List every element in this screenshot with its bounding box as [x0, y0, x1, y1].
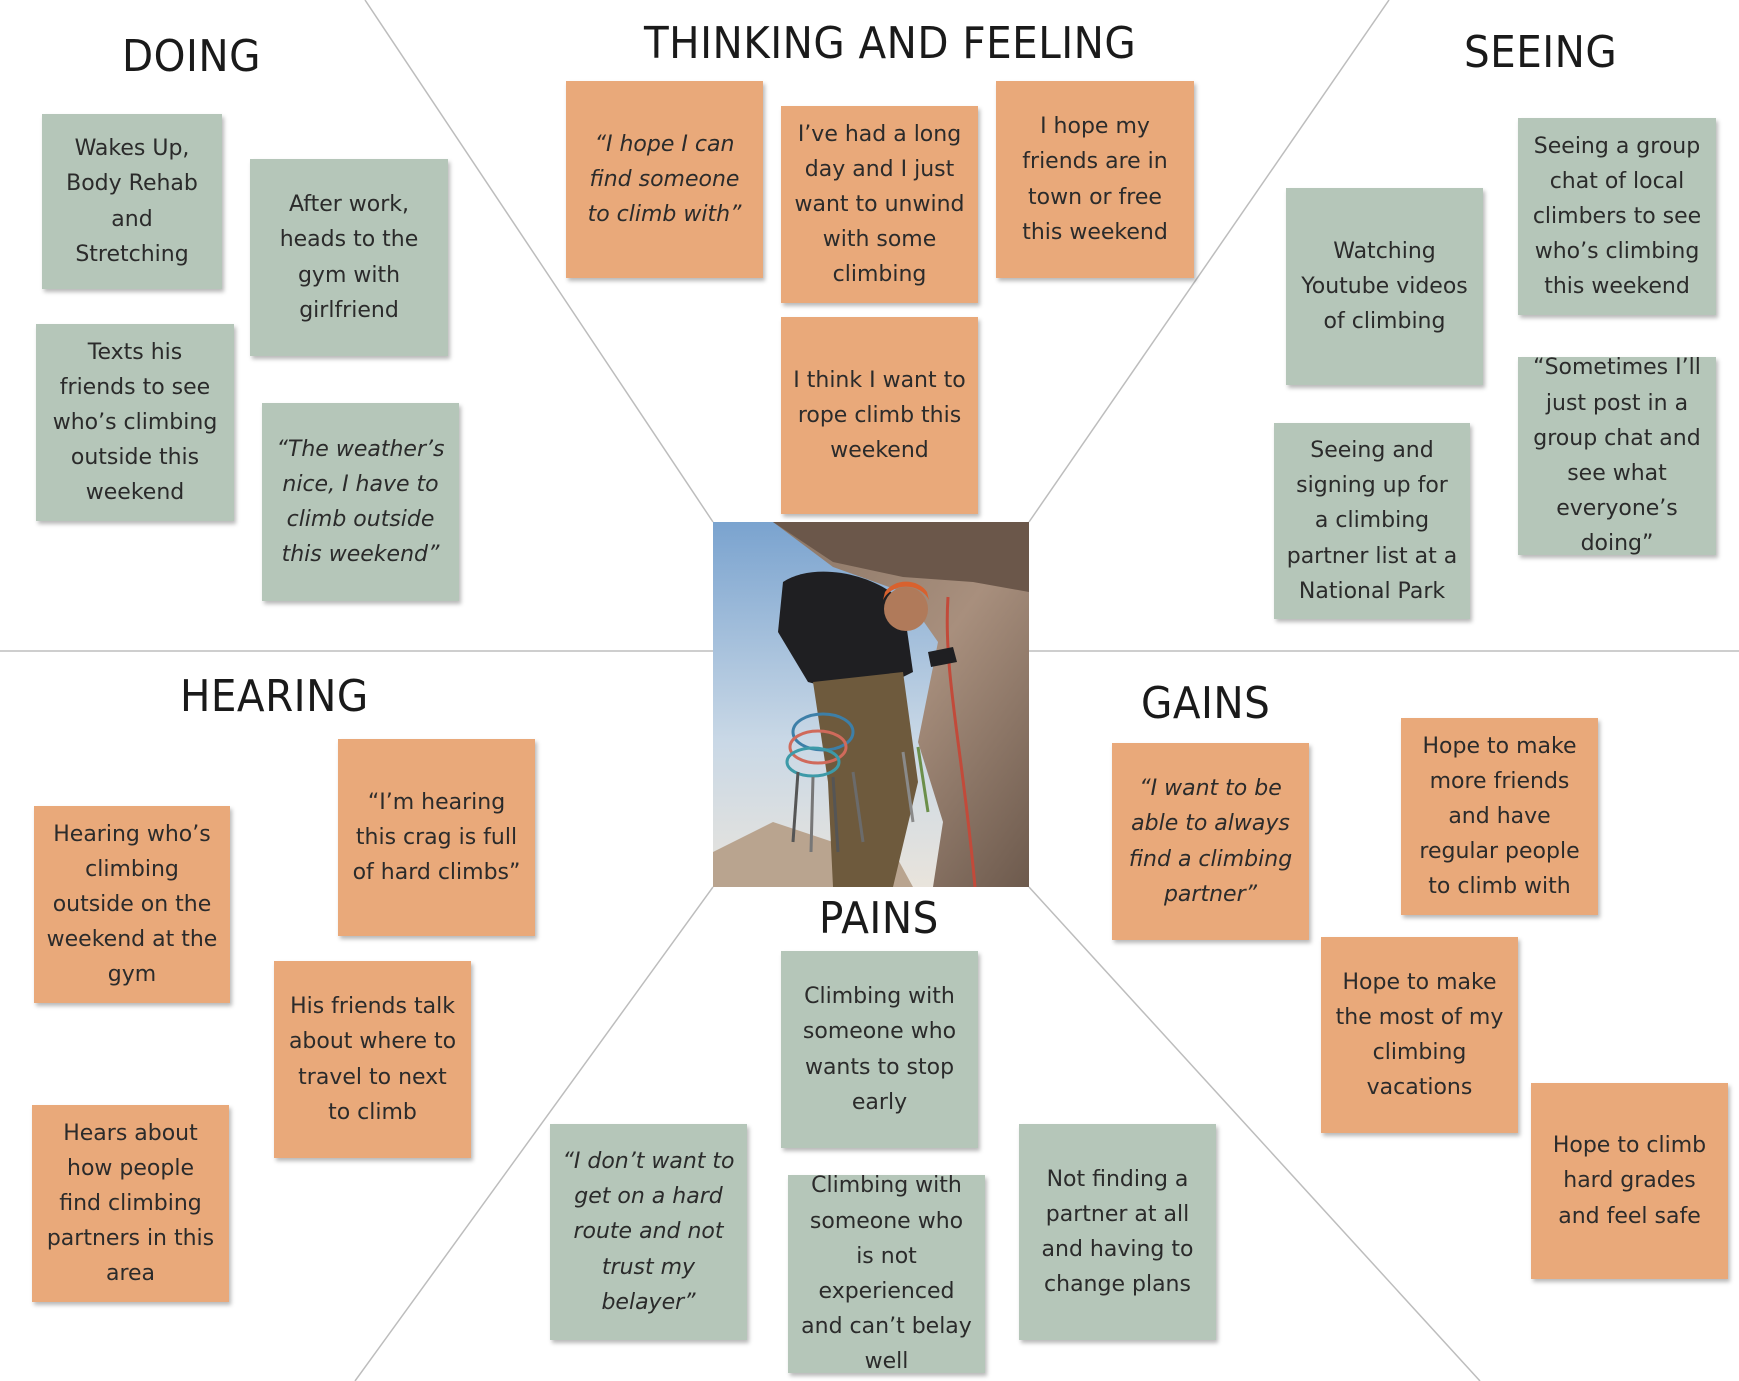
sticky-note-doing-after-work: After work, heads to the gym with girlfr…	[250, 159, 448, 356]
sticky-note-pains-no-partner: Not finding a partner at all and having …	[1019, 1124, 1216, 1340]
sticky-note-thinking-long-day: I’ve had a long day and I just want to u…	[781, 106, 978, 303]
sticky-note-thinking-find-someone: “I hope I can find someone to climb with…	[566, 81, 763, 278]
sticky-note-gains-hard-grades: Hope to climb hard grades and feel safe	[1531, 1083, 1728, 1279]
sticky-note-hearing-partners-area: Hears about how people find climbing par…	[32, 1105, 229, 1302]
heading-gains: GAINS	[1141, 678, 1271, 729]
sticky-note-pains-trust-belayer: “I don’t want to get on a hard route and…	[550, 1124, 747, 1340]
rock-climber-photo	[713, 522, 1029, 887]
sticky-note-doing-wakes-up: Wakes Up, Body Rehab and Stretching	[42, 114, 222, 289]
sticky-note-pains-stop-early: Climbing with someone who wants to stop …	[781, 951, 978, 1148]
sticky-note-doing-weather-quote: “The weather’s nice, I have to climb out…	[262, 403, 459, 601]
divider-bottom-left	[354, 886, 714, 1381]
sticky-note-pains-not-experienced: Climbing with someone who is not experie…	[788, 1173, 985, 1374]
heading-hearing: HEARING	[180, 671, 369, 722]
sticky-note-gains-vacations: Hope to make the most of my climbing vac…	[1321, 937, 1518, 1133]
heading-seeing: SEEING	[1464, 27, 1618, 78]
sticky-note-hearing-gym: Hearing who’s climbing outside on the we…	[34, 806, 230, 1003]
sticky-note-doing-texts-friends: Texts his friends to see who’s climbing …	[36, 324, 234, 521]
sticky-note-hearing-friends-travel: His friends talk about where to travel t…	[274, 961, 471, 1158]
sticky-note-gains-find-partner: “I want to be able to always find a clim…	[1112, 743, 1309, 940]
divider-top-left	[364, 0, 714, 523]
sticky-note-thinking-rope-climb: I think I want to rope climb this weeken…	[781, 317, 978, 514]
heading-doing: DOING	[122, 31, 261, 82]
sticky-note-thinking-friends-in-town: I hope my friends are in town or free th…	[996, 81, 1194, 278]
heading-pains: PAINS	[819, 893, 939, 944]
sticky-note-seeing-post-group-chat: “Sometimes I’ll just post in a group cha…	[1518, 355, 1716, 556]
sticky-note-seeing-youtube: Watching Youtube videos of climbing	[1286, 188, 1483, 385]
divider-bottom-right	[1028, 886, 1481, 1381]
sticky-note-seeing-group-chat: Seeing a group chat of local climbers to…	[1518, 118, 1716, 315]
sticky-note-seeing-partner-list: Seeing and signing up for a climbing par…	[1274, 423, 1470, 619]
sticky-note-hearing-crag: “I’m hearing this crag is full of hard c…	[338, 739, 535, 936]
divider-top-right	[1028, 0, 1390, 523]
heading-thinking-and-feeling: THINKING AND FEELING	[644, 18, 1137, 69]
sticky-note-gains-more-friends: Hope to make more friends and have regul…	[1401, 718, 1598, 915]
